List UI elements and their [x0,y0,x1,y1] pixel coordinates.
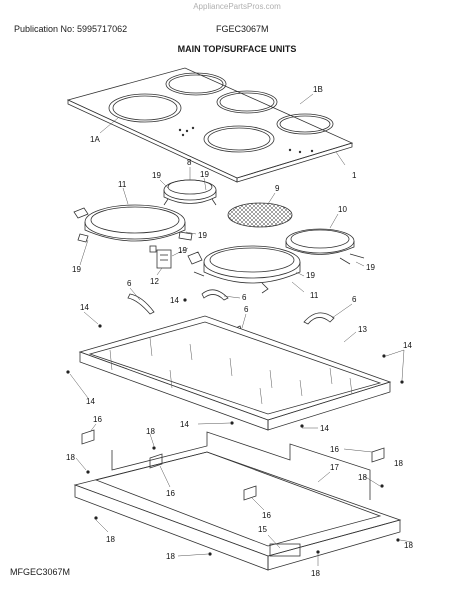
callout-14-bottom-right: 14 [320,424,329,433]
callout-9: 9 [275,184,280,193]
callout-16-right: 16 [330,445,339,454]
callout-18-right: 18 [358,473,367,482]
callout-6-right: 6 [352,295,357,304]
callout-1b: 1B [313,85,323,94]
glass-main-top [66,67,354,183]
callout-1: 1 [352,171,357,180]
element-box [78,315,392,431]
callout-14-bottom: 14 [180,420,189,429]
callout-1a: 1A [90,135,100,144]
callout-19-c: 19 [72,265,81,274]
callout-18-top: 18 [146,427,155,436]
callout-17: 17 [330,463,339,472]
watermark: AppliancePartsPros.com [193,2,281,11]
callout-19-d: 19 [198,231,207,240]
callout-19-e: 19 [178,246,187,255]
footer-model-code: MFGEC3067M [10,567,71,577]
callout-16-center: 16 [166,489,175,498]
lower-frame [73,431,402,571]
callout-16-lower: 16 [262,511,271,520]
model-number: FGEC3067M [216,24,269,34]
callout-8: 8 [187,158,192,167]
callout-18-bottom-center: 18 [311,569,320,578]
screws-14 [66,298,404,428]
callout-11-left: 11 [118,180,127,189]
callout-18-left: 18 [66,453,75,462]
switch-12 [149,245,172,269]
callout-6-left: 6 [127,279,132,288]
callout-14-bottom-left: 14 [86,397,95,406]
callout-11-center: 11 [310,291,319,300]
callout-10: 10 [338,205,347,214]
surface-element-right [285,228,365,265]
callout-18-bottom-right: 18 [404,541,413,550]
callout-18-bottom-left: 18 [106,535,115,544]
warmer-element [227,202,293,228]
callout-18-bottom: 18 [166,552,175,561]
publication-number: Publication No: 5995717062 [14,24,128,34]
callout-14-left: 14 [80,303,89,312]
bracket-6-right [303,312,335,325]
callout-16-left: 16 [93,415,102,424]
callout-19-f: 19 [306,271,315,280]
callout-14-right: 14 [403,341,412,350]
screws-18 [86,446,400,556]
surface-element-small-rear [163,179,217,206]
callout-6-lower: 6 [244,305,249,314]
callout-13: 13 [358,325,367,334]
callout-14-top: 14 [170,296,179,305]
callout-19-a: 19 [152,171,161,180]
bracket-6-left [127,293,155,315]
clips-16 [81,429,385,501]
bracket-6-center [201,289,229,301]
callout-6-center: 6 [242,293,247,302]
surface-element-large-center [187,245,301,294]
callout-15: 15 [258,525,267,534]
callout-19-g: 19 [366,263,375,272]
callout-19-b: 19 [200,170,209,179]
callout-18-far-right: 18 [394,459,403,468]
page-title: MAIN TOP/SURFACE UNITS [177,44,297,54]
surface-element-large-left [73,204,193,243]
callout-12: 12 [150,277,159,286]
